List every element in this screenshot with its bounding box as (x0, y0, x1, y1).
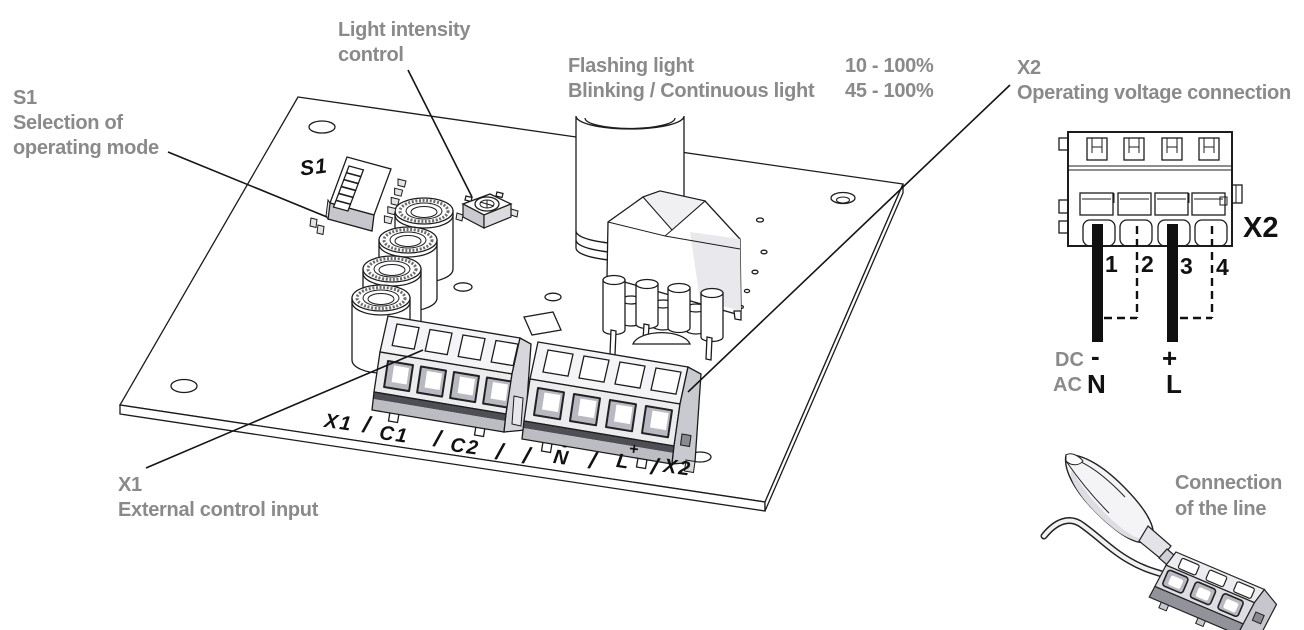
terminal-block-x2 (511, 341, 702, 474)
holder-pins (602, 274, 724, 361)
screwdriver-handle (1064, 453, 1182, 571)
pin-4-label: 4 (1216, 254, 1229, 280)
pin-2-label: 2 (1141, 251, 1154, 277)
wire-pin1 (1092, 224, 1103, 342)
terminal-block-x1 (371, 311, 562, 438)
connection-line2: of the line (1175, 498, 1267, 520)
dip-switch-s1 (309, 156, 407, 236)
s1-leader-line (167, 151, 328, 218)
bridge-pin4 (1180, 226, 1214, 320)
ac-label: AC (1053, 374, 1082, 396)
x2-leader-line (687, 84, 1011, 393)
dc-minus-label: - (1091, 341, 1100, 371)
s1-annotation-line2: operating mode (13, 137, 159, 159)
silkscreen-c2: C2 (448, 434, 482, 460)
line-connection-illustration (1040, 453, 1278, 630)
s1-annotation: S1 Selection of operating mode (13, 86, 159, 161)
x2-annotation-desc: Operating voltage connection (1017, 82, 1291, 104)
light-intensity-line1: Light intensity (338, 19, 471, 41)
light-intensity-line2: control (338, 44, 404, 66)
x1-annotation-desc: External control input (118, 499, 319, 521)
pin-3-label: 3 (1180, 253, 1193, 279)
bridge-pin2 (1104, 226, 1139, 320)
x1-annotation-id: X1 (118, 474, 142, 496)
spec-row2-value: 45 - 100% (845, 80, 934, 102)
light-intensity-annotation: Light intensity control (338, 18, 470, 68)
connection-line1: Connection (1175, 472, 1282, 494)
dome-component (632, 331, 691, 345)
trimmer-potentiometer (455, 191, 519, 229)
silkscreen-x2: X2 (661, 455, 694, 481)
spec-row2-label: Blinking / Continuous light (568, 80, 815, 102)
plug-connector (1148, 551, 1278, 630)
silkscreen-c1: C1 (377, 422, 411, 448)
spec-row1-label: Flashing light (568, 55, 694, 77)
contact-windows (1086, 137, 1220, 161)
pin-1-label: 1 (1105, 251, 1118, 277)
s1-annotation-id: S1 (13, 87, 37, 109)
leader-lines (145, 69, 1011, 469)
pcb-board (118, 96, 904, 512)
ac-n-label: N (1087, 369, 1106, 399)
connector-x2-label: X2 (1243, 212, 1279, 244)
spec-row1-value: 10 - 100% (845, 55, 934, 77)
x1-annotation: X1 External control input (118, 473, 318, 523)
x1-leader-line (145, 349, 424, 469)
x2-connector-front-view (1058, 131, 1243, 342)
dc-plus-label: + (1162, 343, 1178, 373)
connection-annotation: Connection of the line (1175, 470, 1282, 522)
wire-pin3 (1167, 224, 1178, 342)
capacitor-group (351, 197, 454, 374)
silkscreen-x1: X1 (322, 410, 355, 436)
s1-component-label: S1 (298, 154, 329, 181)
ac-l-label: L (1166, 369, 1182, 399)
s1-annotation-line1: Selection of (13, 112, 123, 134)
dc-label: DC (1055, 349, 1084, 371)
x2-annotation-id: X2 (1017, 57, 1041, 79)
silkscreen-n: -N (551, 437, 572, 471)
light-intensity-leader-line (407, 69, 473, 198)
x2-annotation: X2 Operating voltage connection (1017, 56, 1291, 106)
clamp-windows (1079, 192, 1228, 216)
